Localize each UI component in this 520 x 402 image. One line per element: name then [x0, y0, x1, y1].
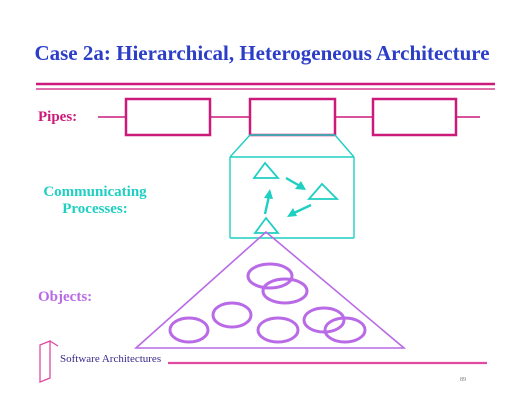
process-triangle-right [307, 182, 340, 200]
object-zoom-triangle [133, 230, 407, 349]
filter-box-right [371, 97, 458, 137]
arrow-bottom-to-top [263, 195, 271, 215]
objects-group [168, 262, 367, 344]
pipes-label: Pipes: [38, 109, 77, 125]
filter-box-middle [248, 97, 337, 137]
objects-label: Objects: [38, 289, 92, 305]
object-ellipse-4 [211, 301, 253, 329]
pipe-filters [124, 97, 458, 137]
process-triangle-top [252, 161, 280, 179]
footer-course-name: Software Architectures [60, 353, 161, 365]
processes-label-line1: Communicating [43, 184, 147, 200]
filter-box-left [124, 97, 212, 137]
processes-label-line2: Processes: [62, 201, 128, 217]
footer-logo [39, 340, 59, 383]
process-triangle-bottom [253, 216, 280, 234]
process-arrows [263, 176, 312, 217]
object-ellipse-7 [323, 316, 367, 344]
process-zoom-box [229, 134, 355, 239]
slide-title: Case 2a: Hierarchical, Heterogeneous Arc… [34, 41, 489, 65]
object-ellipse-1 [246, 262, 294, 290]
object-ellipse-3 [168, 316, 210, 344]
object-ellipse-2 [261, 277, 309, 305]
page-number: 89 [460, 377, 466, 383]
arrow-right-to-bottom [293, 203, 312, 215]
arrow-top-to-right [285, 176, 301, 188]
object-ellipse-5 [256, 316, 300, 344]
